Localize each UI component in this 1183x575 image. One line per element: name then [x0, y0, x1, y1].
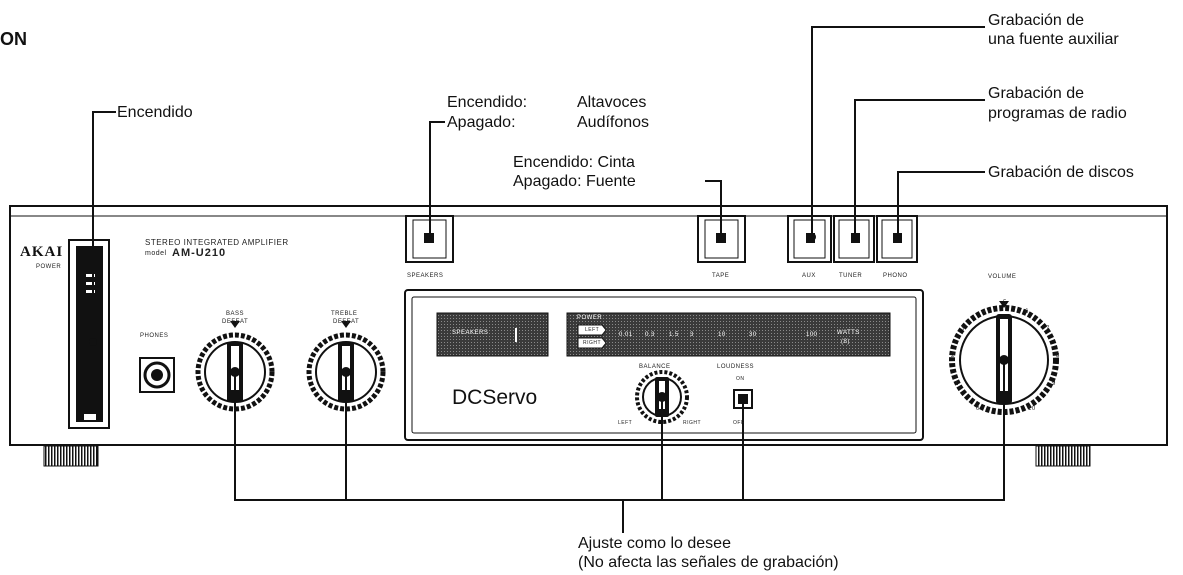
left-foot — [43, 445, 99, 467]
meter-left-label: LEFT — [585, 327, 600, 333]
power-callout: Encendido — [117, 104, 193, 121]
volume-scale-2: 2 — [951, 353, 955, 359]
speakers-on-label: Encendido: — [447, 94, 528, 111]
tape-button-label: TAPE — [712, 273, 730, 279]
treble-label: TREBLE — [331, 311, 358, 317]
phones-label: PHONES — [140, 333, 169, 339]
right-foot — [1035, 445, 1091, 467]
brand-logo: AKAI — [20, 244, 64, 260]
bass-label: BASS — [226, 311, 245, 317]
volume-scale-10: 10 — [1028, 406, 1036, 412]
model-number: AM-U210 — [172, 247, 227, 259]
phones-jack — [139, 357, 175, 393]
tuner-callout-line2: programas de radio — [988, 105, 1127, 122]
loudness-off-label: OFF — [733, 420, 745, 426]
volume-scale-9: 9 — [1052, 381, 1056, 387]
page-title-fragment: ON — [0, 29, 27, 49]
adjust-callout-line2: (No afecta las señales de grabación) — [578, 554, 839, 571]
volume-scale-6: 6 — [1025, 309, 1029, 315]
speakers-off-value: Audífonos — [577, 114, 650, 131]
power-label: POWER — [36, 264, 62, 270]
tape-off-callout: Apagado: Fuente — [513, 173, 636, 190]
speakers-on-value: Altavoces — [577, 94, 647, 111]
display-speakers-label: SPEAKERS — [452, 330, 489, 336]
balance-right-label: RIGHT — [683, 420, 702, 426]
speakers-button-label: SPEAKERS — [407, 273, 444, 279]
leader-lines — [92, 26, 1005, 533]
phono-button-label: PHONO — [883, 273, 908, 279]
loudness-on-label: ON — [736, 376, 745, 382]
volume-scale-7: 7 — [1046, 326, 1050, 332]
dcservo-logo: DCServo — [452, 386, 538, 409]
volume-scale-8: 8 — [1056, 353, 1060, 359]
power-meter-display — [566, 312, 891, 357]
aux-callout-line2: una fuente auxiliar — [988, 31, 1119, 48]
tuner-button-label: TUNER — [839, 273, 863, 279]
speakers-display — [436, 312, 549, 357]
speakers-off-label: Apagado: — [447, 114, 516, 131]
volume-scale-3: 3 — [961, 326, 965, 332]
tape-on-callout: Encendido: Cinta — [513, 154, 635, 171]
balance-label: BALANCE — [639, 364, 671, 370]
bass-defeat-label: DEFEAT — [222, 319, 249, 325]
volume-label: VOLUME — [988, 274, 1017, 280]
meter-scale-3: 3 — [690, 332, 694, 338]
volume-scale-5: 5 — [1003, 300, 1007, 306]
model-prefix: model — [145, 250, 167, 257]
tuner-callout-line1: Grabación de — [988, 85, 1085, 102]
meter-scale-6: 100 — [806, 332, 818, 338]
volume-scale-1: 1 — [955, 381, 959, 387]
treble-defeat-label: DEFEAT — [333, 319, 360, 325]
aux-callout-line1: Grabación de — [988, 12, 1085, 29]
phono-callout: Grabación de discos — [988, 164, 1134, 181]
meter-ch-label: (8) — [841, 339, 850, 345]
meter-right-label: RIGHT — [583, 340, 602, 346]
adjust-callout-line1: Ajuste como lo desee — [578, 535, 731, 552]
aux-button-label: AUX — [802, 273, 816, 279]
meter-scale-1: 0.3 — [645, 332, 655, 338]
balance-left-label: LEFT — [618, 420, 633, 426]
volume-scale-0: 0 — [976, 406, 980, 412]
tape-push-button — [697, 215, 746, 263]
meter-watts-label: WATTS — [837, 330, 860, 336]
loudness-label: LOUDNESS — [717, 364, 755, 370]
meter-power-label: POWER — [577, 315, 603, 321]
meter-scale-0: 0.01 — [619, 332, 633, 338]
volume-scale-4: 4 — [982, 309, 986, 315]
meter-scale-2: 1.5 — [669, 332, 679, 338]
model-title: STEREO INTEGRATED AMPLIFIER — [145, 238, 289, 247]
meter-scale-4: 10 — [718, 332, 726, 338]
power-switch — [68, 239, 110, 429]
meter-scale-5: 30 — [749, 332, 757, 338]
